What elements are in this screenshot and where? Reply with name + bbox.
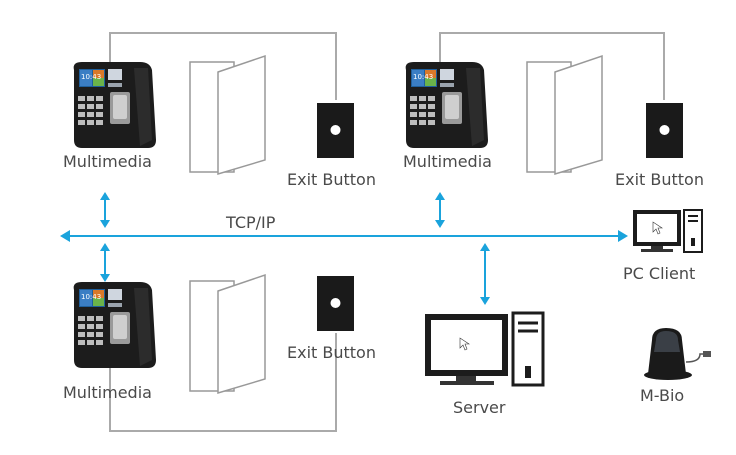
- terminal-icon: [73, 62, 156, 148]
- exit-button-icon: [317, 276, 354, 331]
- network-lines: [60, 192, 628, 305]
- wire-3: [109, 333, 337, 432]
- terminal-label-3: Multimedia: [63, 383, 152, 402]
- exit-label-3: Exit Button: [287, 343, 376, 362]
- exit-button-icon: [317, 103, 354, 158]
- fingerprint-scanner-icon: [644, 328, 711, 380]
- server-label: Server: [453, 398, 506, 417]
- exit-label-2: Exit Button: [615, 170, 704, 189]
- exit-button-icon: [646, 103, 683, 158]
- door-icon: [189, 274, 266, 394]
- tcp-ip-label: TCP/IP: [225, 213, 276, 232]
- door-icon: [189, 55, 266, 175]
- pc-client-label: PC Client: [623, 264, 695, 283]
- computer-icon: [633, 209, 703, 253]
- wiring: [109, 32, 665, 432]
- wire-2: [439, 32, 665, 100]
- terminal-icon: [405, 62, 488, 148]
- wire-1: [109, 32, 337, 100]
- terminal-icon: [73, 282, 156, 368]
- computer-icon: [425, 311, 545, 387]
- door-icon: [526, 55, 603, 175]
- m-bio-label: M-Bio: [640, 386, 684, 405]
- terminal-label-1: Multimedia: [63, 152, 152, 171]
- terminal-label-2: Multimedia: [403, 152, 492, 171]
- exit-label-1: Exit Button: [287, 170, 376, 189]
